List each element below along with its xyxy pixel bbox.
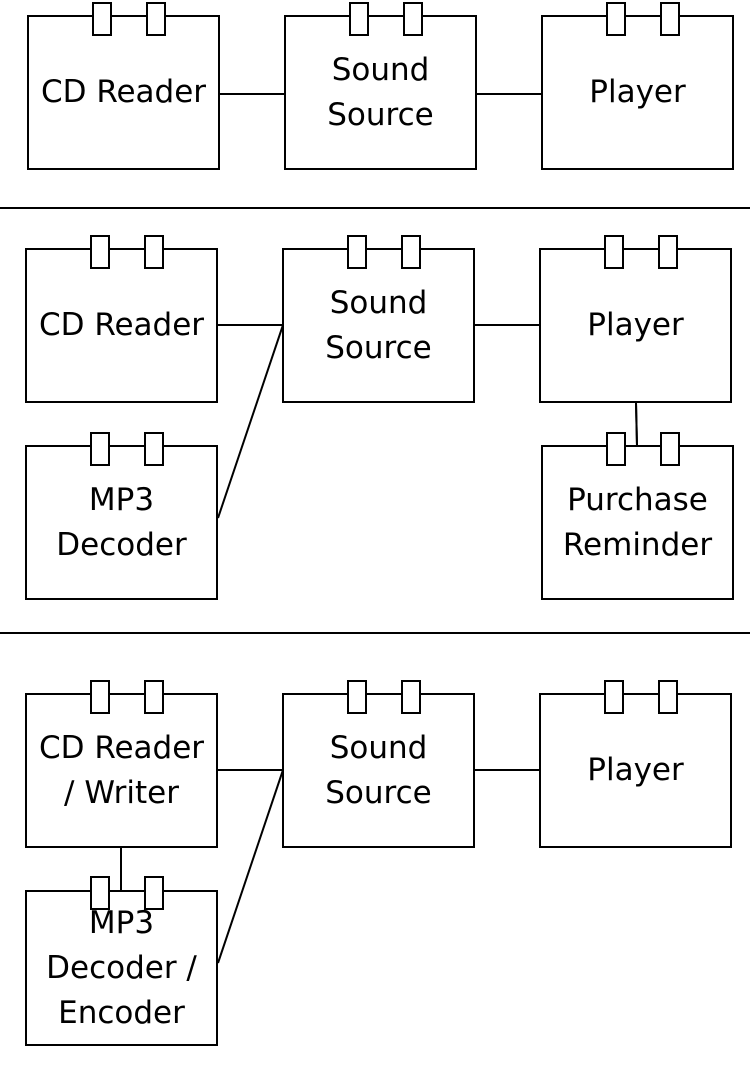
port-icon (660, 2, 680, 36)
port-icon (658, 680, 678, 714)
component-label: Player (589, 74, 686, 110)
panel-separator (0, 207, 750, 209)
port-icon (144, 876, 164, 910)
port-icon (349, 2, 369, 36)
port-icon (347, 680, 367, 714)
port-icon (90, 235, 110, 269)
port-icon (401, 235, 421, 269)
connector-player-purchasereminder (635, 402, 638, 447)
port-icon (403, 2, 423, 36)
port-icon (401, 680, 421, 714)
component-label: Sound (329, 729, 428, 766)
port-icon (144, 680, 164, 714)
component-label: MP3 (88, 904, 155, 941)
component-player: Player (539, 693, 732, 848)
port-icon (144, 432, 164, 466)
component-label: Player (587, 307, 684, 343)
component-label: Sound (329, 284, 428, 321)
component-label: Source (327, 96, 434, 133)
component-label: CD Reader (38, 307, 205, 343)
component-label: Source (325, 774, 432, 811)
port-icon (90, 876, 110, 910)
component-label: Sound (331, 51, 430, 88)
component-cd-reader-writer: CD Reader / Writer (25, 693, 218, 848)
component-mp3-decoder-encoder: MP3 Decoder / Encoder (25, 890, 218, 1046)
port-icon (660, 432, 680, 466)
component-sound-source: Sound Source (282, 693, 475, 848)
component-label: Player (587, 752, 684, 788)
connector-mp3decoder-soundsource (217, 324, 284, 519)
port-icon (92, 2, 112, 36)
component-label: Source (325, 329, 432, 366)
component-label: CD Reader (40, 74, 207, 110)
component-mp3-decoder: MP3 Decoder (25, 445, 218, 600)
component-cd-reader: CD Reader (27, 15, 220, 170)
component-player: Player (541, 15, 734, 170)
component-sound-source: Sound Source (284, 15, 477, 170)
port-icon (606, 2, 626, 36)
port-icon (90, 680, 110, 714)
port-icon (604, 235, 624, 269)
port-icon (144, 235, 164, 269)
component-label: CD Reader (38, 729, 205, 766)
port-icon (606, 432, 626, 466)
port-icon (146, 2, 166, 36)
component-cd-reader: CD Reader (25, 248, 218, 403)
component-label: Decoder / (46, 949, 197, 986)
port-icon (604, 680, 624, 714)
component-sound-source: Sound Source (282, 248, 475, 403)
component-label: Encoder (58, 994, 185, 1031)
panel-separator (0, 632, 750, 634)
component-label: / Writer (64, 774, 179, 811)
port-icon (658, 235, 678, 269)
component-label: Reminder (562, 526, 713, 563)
port-icon (90, 432, 110, 466)
component-label: Purchase (567, 481, 708, 518)
component-player: Player (539, 248, 732, 403)
component-label: Decoder (56, 526, 187, 563)
component-label: MP3 (88, 481, 155, 518)
component-purchase-reminder: Purchase Reminder (541, 445, 734, 600)
connector-mp3decoderencoder-soundsource (217, 769, 284, 964)
port-icon (347, 235, 367, 269)
